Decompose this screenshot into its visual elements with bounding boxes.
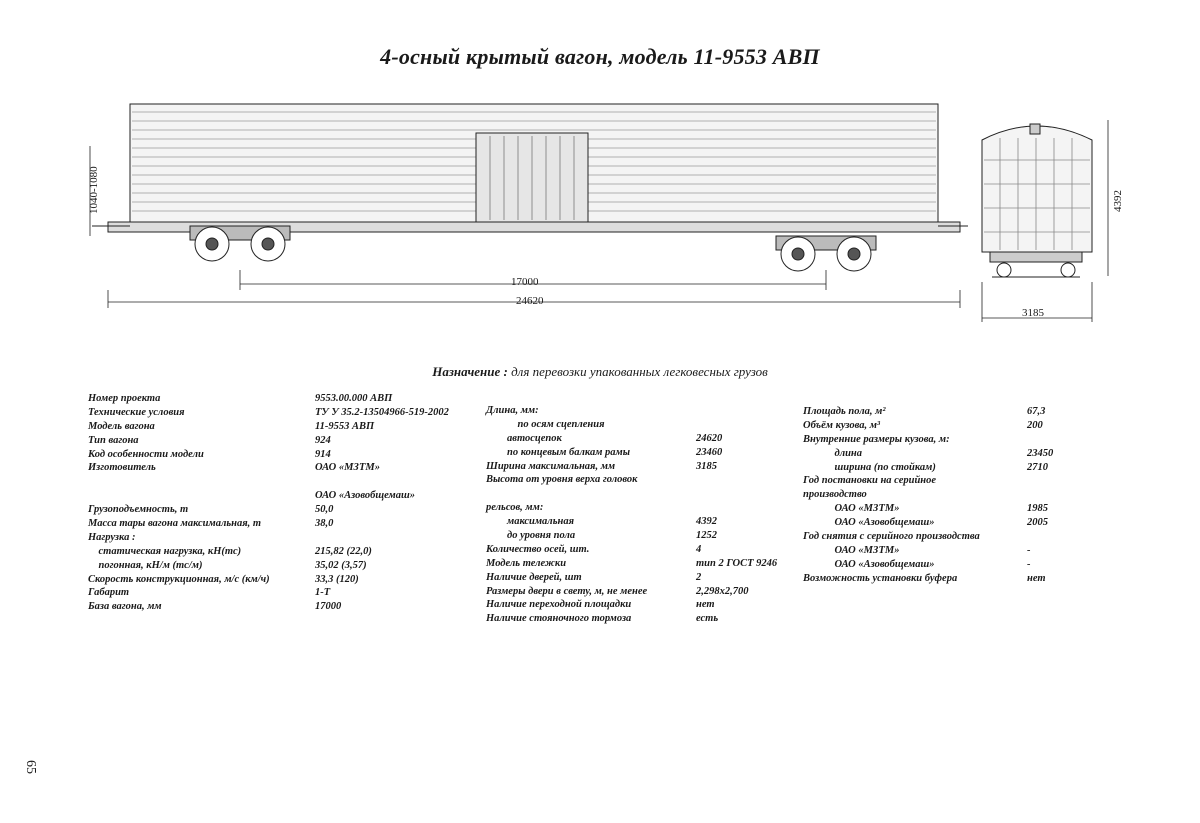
spec-value: ОАО «МЗТМ» [315,462,380,474]
spec-label: Изготовитель [88,462,156,474]
dim-width-end: 3185 [1022,307,1045,319]
spec-value: 23460 [696,446,723,458]
spec-value: 1985 [1027,503,1048,515]
purpose-line: Назначение : для перевозки упакованных л… [0,364,1200,380]
spec-value: 33,3 (120) [315,573,359,585]
spec-label: длина [803,447,863,459]
spec-label: Наличие дверей, шт [486,571,582,583]
spec-label: Скорость конструкционная, м/с (км/ч) [88,573,270,585]
side-view [89,103,968,272]
spec-value: 23450 [1027,447,1054,459]
spec-value: ТУ У 35.2-13504966-519-2002 [315,406,449,418]
spec-value: 3185 [696,460,717,472]
spec-label: Модель вагона [88,420,155,432]
dim-base-line [239,270,827,290]
purpose-text: для перевозки упакованных легковесных гр… [511,364,768,379]
spec-label: по осям сцепления [486,418,605,430]
spec-value: нет [1027,572,1046,584]
spec-label: по концевым балкам рамы [486,446,630,458]
spec-label: ОАО «МЗТМ» [803,544,900,556]
spec-value: 35,02 (3,57) [315,559,367,571]
spec-value: 50,0 [315,504,334,516]
spec-label: Номер проекта [88,393,161,404]
spec-value: - [1027,558,1031,570]
spec-value: 914 [315,448,331,460]
spec-label: Высота от уровня верха головок [486,474,638,486]
spec-value: 4392 [696,516,717,528]
spec-label: Количество осей, шт. [486,543,590,555]
spec-value: 1-Т [315,587,331,599]
spec-label: Габарит [88,587,130,599]
wagon-drawing: 1040-1080 17000 24620 4392 3185 [88,103,1124,322]
spec-label: ОАО «МЗТМ» [803,503,900,515]
spec-label: Внутренние размеры кузова, м: [803,433,950,445]
underframe [107,221,961,233]
spec-value: - [1027,544,1031,556]
spec-value: 2710 [1027,461,1048,473]
spec-value: 17000 [315,601,342,613]
spec-value: 2 [696,571,702,583]
spec-value: есть [696,613,719,625]
spec-value: 2005 [1027,517,1048,529]
dim-length: 24620 [516,295,544,307]
purpose-label: Назначение : [432,364,508,379]
spec-value: 38,0 [315,518,334,530]
spec-label: ОАО «Азовобщемаш» [803,558,935,570]
spec-label: ширина (по стойкам) [803,461,936,473]
spec-label: Масса тары вагона максимальная, т [88,518,262,530]
spec-value: 1252 [696,530,717,542]
spec-label: Модель тележки [486,557,567,569]
spec-label: База вагона, мм [88,601,162,613]
dim-base: 17000 [511,276,539,288]
dim-height-side: 1040-1080 [88,166,100,214]
page-number: 65 [23,760,38,774]
door-ribs [489,136,575,220]
spec-label: Ширина максимальная, мм [486,460,616,472]
spec-value: 11-9553 АВП [315,420,375,432]
spec-label: производство [803,489,867,501]
dim-length-line [107,290,961,308]
spec-value: 9553.00.000 АВП [315,393,393,404]
spec-value: ОАО «Азовобщемаш» [315,490,415,502]
spec-label: рельсов, мм: [486,502,544,514]
spec-label: Нагрузка : [88,531,136,543]
spec-value: 4 [696,543,702,555]
spec-value: 67,3 [1027,406,1046,417]
spec-label: Площадь пола, м² [803,406,886,417]
spec-value: нет [696,599,715,611]
spec-label: Грузоподъемность, т [88,504,189,516]
spec-value: 924 [315,434,331,446]
dim-height-end: 4392 [1112,190,1124,212]
spec-label: Наличие переходной площадки [486,599,632,611]
spec-value: 2,298x2,700 [696,585,749,597]
end-view [981,120,1109,322]
spec-label: статическая нагрузка, кН(тс) [88,545,242,557]
spec-label: ОАО «Азовобщемаш» [803,517,935,529]
spec-label: Технические условия [88,406,185,418]
spec-label: Код особенности модели [88,448,204,460]
spec-label: до уровня пола [486,530,576,542]
spec-value: тип 2 ГОСТ 9246 [696,557,778,569]
spec-label: Возможность установки буфера [803,572,958,584]
spec-value: 24620 [696,432,723,444]
spec-label: Наличие стояночного тормоза [486,613,632,625]
page-title: 4-осный крытый вагон, модель 11-9553 АВП [380,44,820,69]
spec-label: автосцепок [486,432,562,444]
spec-label: Длина, мм: [486,405,539,416]
spec-label: Объём кузова, м³ [803,419,881,431]
spec-label: Год снятия с серийного производства [803,531,980,543]
spec-label: Размеры двери в свету, м, не менее [486,585,648,597]
bogie-left [189,225,291,262]
spec-value: 215,82 (22,0) [315,545,372,557]
spec-value: 200 [1027,419,1043,431]
spec-label: Год постановки на серийное [803,475,937,487]
spec-label: максимальная [486,516,574,528]
spec-label: Тип вагона [88,434,139,446]
spec-label: погонная, кН/м (тс/м) [88,559,203,571]
bogie-right [775,235,877,272]
